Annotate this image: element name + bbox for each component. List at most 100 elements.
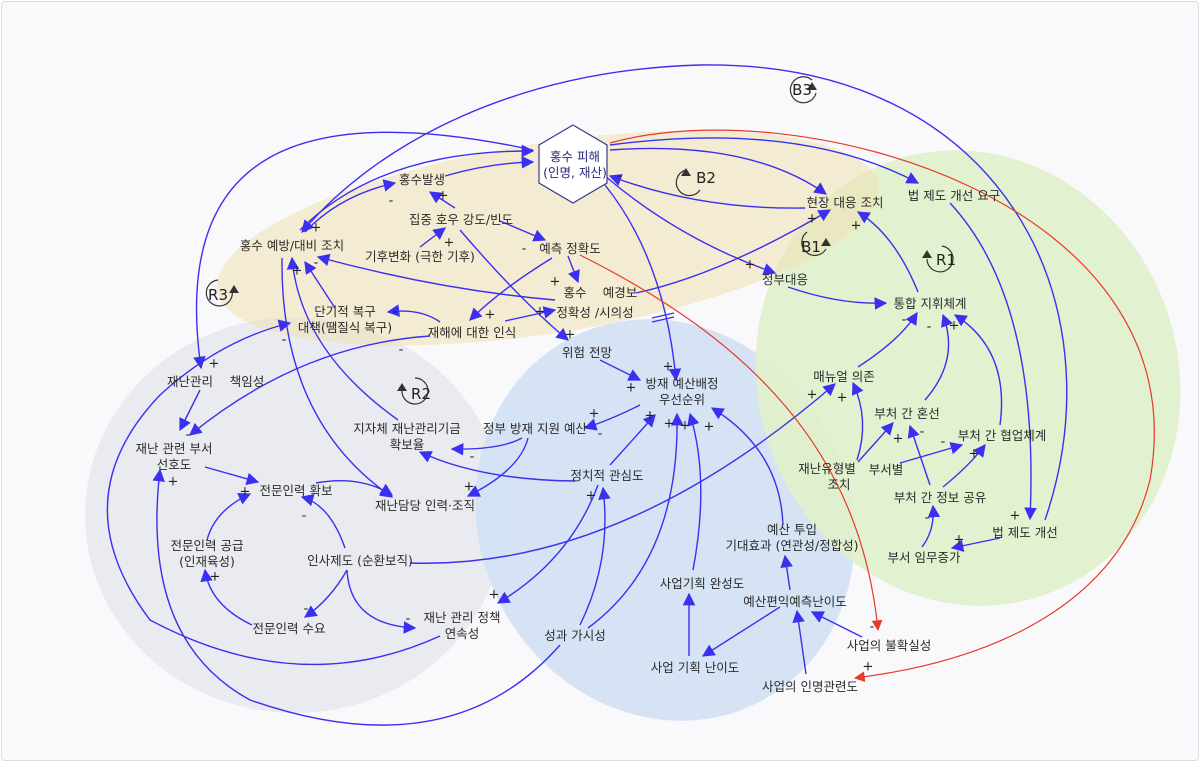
link <box>304 260 336 309</box>
link <box>386 304 441 323</box>
node-climate-change[interactable]: 기후변화 (극한 기후) <box>365 249 475 264</box>
loop-label-r2: R2 <box>411 385 431 403</box>
node-dept-workload[interactable]: 부서 임무증가 <box>887 550 961 565</box>
link <box>949 202 1037 521</box>
node-expert-demand[interactable]: 전문인력 수요 <box>252 621 326 636</box>
node-interagency-confusion[interactable]: 부처 간 혼선 <box>874 406 940 421</box>
node-by-department[interactable]: 부서별 <box>868 462 904 477</box>
polarity-sign: - <box>616 168 622 184</box>
link <box>921 504 941 548</box>
loop-markers <box>205 76 954 405</box>
polarity-sign: - <box>185 427 191 443</box>
link <box>499 220 547 242</box>
link <box>193 131 534 370</box>
node-performance-visibility[interactable]: 성과 가시성 <box>544 628 606 643</box>
node-flood-occurrence[interactable]: 홍수발생 <box>398 172 446 187</box>
node-disaster-awareness[interactable]: 재해에 대한 인식 <box>427 325 517 340</box>
node-line: 확보율 <box>389 437 425 452</box>
node-flood-warning-b[interactable]: 예경보 <box>602 285 638 300</box>
link <box>792 609 807 675</box>
node-line: 방재 예산배정 <box>645 376 719 391</box>
node-info-sharing[interactable]: 부처 간 정보 공유 <box>893 490 987 505</box>
node-benefit-prediction-difficulty[interactable]: 예산편익예측난이도 <box>743 594 847 609</box>
polarity-sign: - <box>901 312 907 328</box>
node-field-response[interactable]: 현장 대응 조치 <box>806 195 884 210</box>
link <box>316 253 556 301</box>
polarity-sign: + <box>806 211 818 227</box>
link <box>567 255 580 284</box>
node-disaster-mgmt[interactable]: 재난관리 <box>166 374 214 389</box>
node-flood-warning-a[interactable]: 홍수 <box>563 285 587 300</box>
link <box>950 537 1001 552</box>
link <box>469 257 553 321</box>
node-project-planning-difficulty[interactable]: 사업 기획 난이도 <box>650 660 740 675</box>
node-personnel-system[interactable]: 인사제도 (순환보직) <box>307 553 413 568</box>
node-expert-supply[interactable]: 전문인력 공급(인재육성) <box>171 538 244 570</box>
node-disaster-staff[interactable]: 재난담당 인력·조직 <box>375 498 475 513</box>
node-law-reform[interactable]: 법 제도 개선 <box>992 525 1058 540</box>
link <box>466 437 529 497</box>
link <box>852 381 864 461</box>
node-line: 우선순위 <box>658 392 706 407</box>
polarity-sign: + <box>463 479 475 495</box>
polarity-sign: - <box>521 241 527 257</box>
node-integrated-command[interactable]: 통합 지휘체계 <box>893 296 967 311</box>
node-flood-damage[interactable]: 홍수 피해(인명, 재산) <box>543 149 607 181</box>
node-flood-prevention[interactable]: 홍수 예방/대비 조치 <box>239 238 345 253</box>
node-project-uncertainty[interactable]: 사업의 불확실성 <box>846 638 932 653</box>
node-law-reform-demand[interactable]: 법 제도 개선 요구 <box>907 188 1001 203</box>
link <box>780 554 793 591</box>
node-gov-response[interactable]: 정부대응 <box>761 272 809 287</box>
polarity-sign: + <box>663 416 675 432</box>
link <box>942 443 986 488</box>
node-gov-budget[interactable]: 정부 방재 지원 예산 <box>483 421 587 436</box>
polarity-sign: + <box>1009 508 1021 524</box>
link <box>907 424 931 486</box>
node-flood-warning-c[interactable]: 정확성 /시의성 <box>556 305 634 320</box>
link <box>899 442 964 464</box>
polarity-sign: - <box>303 601 309 617</box>
node-accountability[interactable]: 책임성 <box>229 374 265 389</box>
node-heavy-rain[interactable]: 집중 호우 강도/빈도 <box>408 212 514 227</box>
polarity-sign: + <box>564 327 576 343</box>
node-expert-secured[interactable]: 전문인력 확보 <box>259 483 333 498</box>
link <box>301 64 1068 521</box>
link <box>281 257 394 498</box>
node-project-completeness[interactable]: 사업기획 완성도 <box>659 576 745 591</box>
polarity-sign: + <box>291 263 303 279</box>
node-risk-outlook[interactable]: 위험 전망 <box>562 345 612 360</box>
link <box>496 484 599 604</box>
polarity-sign: - <box>301 508 307 524</box>
polarity-sign: + <box>549 274 561 290</box>
polarity-sign: + <box>703 419 715 435</box>
link <box>579 486 611 626</box>
link <box>609 147 828 195</box>
polarity-sign: + <box>625 380 637 396</box>
polarity-sign: - <box>469 449 475 465</box>
polarity-sign: + <box>239 484 251 500</box>
polarity-sign: - <box>405 611 411 627</box>
polarity-sign: + <box>588 406 600 422</box>
node-interagency-cooperation[interactable]: 부처 간 협업체계 <box>957 428 1047 443</box>
node-political-interest[interactable]: 정치적 관심도 <box>570 468 644 483</box>
node-forecast-accuracy[interactable]: 예측 정확도 <box>539 241 601 256</box>
polarity-sign: + <box>892 431 904 447</box>
polarity-sign: + <box>585 488 597 504</box>
link <box>810 611 863 638</box>
polarity-sign: + <box>167 474 179 490</box>
polarity-sign: + <box>534 304 546 320</box>
delay-link <box>579 254 883 632</box>
node-manual-dependence[interactable]: 매뉴얼 의존 <box>813 369 875 384</box>
link <box>924 313 953 401</box>
zone-flood <box>216 130 880 346</box>
node-life-relevance[interactable]: 사업의 인명관련도 <box>762 679 858 694</box>
link <box>450 437 523 456</box>
